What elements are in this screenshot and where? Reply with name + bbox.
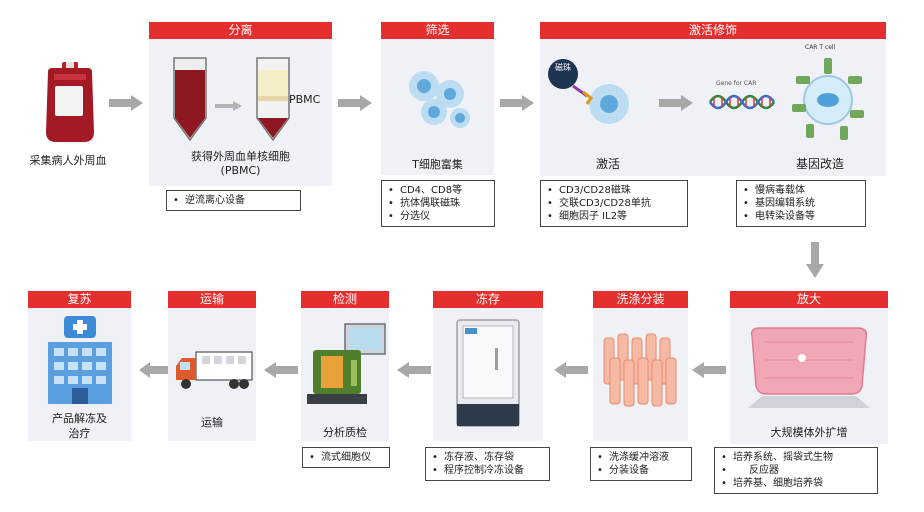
separation-caption-line1: 获得外周血单核细胞 <box>191 150 290 163</box>
flow-arrow <box>659 95 695 115</box>
flow-arrow <box>500 95 536 115</box>
small-arrow <box>215 96 243 115</box>
washing-notes: 洗涤缓冲溶液 分装设备 <box>590 447 692 481</box>
flow-arrow-left <box>690 362 726 382</box>
expansion-notes: 培养系统、摇袋式生物 反应器 培养基、细胞培养袋 <box>714 447 878 494</box>
flow-arrow-left <box>552 362 588 382</box>
truck-icon <box>174 348 254 396</box>
testing-header: 检测 <box>301 291 389 308</box>
testing-notes: 流式细胞仪 <box>302 447 390 468</box>
source-label: 采集病人外周血 <box>29 154 107 167</box>
flow-arrow-left <box>395 362 431 382</box>
gene-caption: 基因改造 <box>795 157 844 171</box>
separation-notes: 逆流离心设备 <box>166 190 301 211</box>
freezer-icon <box>455 318 521 434</box>
blood-tube-icon <box>172 56 208 146</box>
activate-caption: 激活 <box>595 157 620 171</box>
gene-notes: 慢病毒载体 基因编辑系统 电转染设备等 <box>736 180 866 227</box>
blood-bag-illustration <box>40 62 100 146</box>
transport-header: 运输 <box>168 291 256 308</box>
flow-arrow-down <box>806 242 824 284</box>
t-cells-icon <box>398 64 478 136</box>
transport-caption: 运输 <box>201 416 223 429</box>
note-item: 程序控制冷冻设备 <box>432 464 543 477</box>
note-item: 慢病毒载体 <box>743 184 859 197</box>
note-item: 交联CD3/CD28单抗 <box>547 197 681 210</box>
note-item: 流式细胞仪 <box>309 451 383 464</box>
flow-cytometer-icon <box>303 320 389 416</box>
aliquot-tubes-icon <box>600 330 682 416</box>
note-item: 培养系统、摇袋式生物 <box>721 451 871 464</box>
note-item: CD4、CD8等 <box>388 184 488 197</box>
storage-header: 冻存 <box>433 291 543 308</box>
activation-header: 激活修饰 <box>540 22 886 39</box>
flow-arrow-left <box>262 362 298 382</box>
note-item: 分选仪 <box>388 210 488 223</box>
note-item: 电转染设备等 <box>743 210 859 223</box>
culture-bag-icon <box>742 318 876 418</box>
note-item-continued: 反应器 <box>721 464 871 477</box>
note-item-continued: 抗体偶联磁珠 <box>388 197 488 210</box>
note-item: CD3/CD28磁珠 <box>547 184 681 197</box>
expansion-header: 放大 <box>730 291 888 308</box>
activation-notes: CD3/CD28磁珠 交联CD3/CD28单抗 细胞因子 IL2等 <box>540 180 688 227</box>
note-item: 冻存液、冻存袋 <box>432 451 543 464</box>
screening-caption: T细胞富集 <box>412 158 463 171</box>
washing-header: 洗涤分装 <box>593 291 688 308</box>
hospital-icon <box>40 314 120 410</box>
flow-arrow-left <box>138 362 168 382</box>
flow-arrow <box>109 95 145 115</box>
pbmc-tag: PBMC <box>289 93 321 106</box>
note-item: 逆流离心设备 <box>173 194 294 207</box>
note-item: 基因编辑系统 <box>743 197 859 210</box>
recovery-caption-line1: 产品解冻及 <box>52 412 107 425</box>
separation-header: 分离 <box>149 22 332 39</box>
testing-caption: 分析质检 <box>323 426 367 439</box>
bead-activation-icon <box>543 52 633 132</box>
screening-notes: CD4、CD8等 抗体偶联磁珠 分选仪 <box>381 180 495 227</box>
bead-label: 磁珠 <box>555 63 571 72</box>
note-item: 洗涤缓冲溶液 <box>597 451 685 464</box>
dna-helix-icon <box>708 88 776 120</box>
storage-notes: 冻存液、冻存袋 程序控制冷冻设备 <box>425 447 550 481</box>
separation-caption-line2: (PBMC) <box>220 164 261 177</box>
gene-for-car-label: Gene for CAR <box>716 80 757 87</box>
note-item: 分装设备 <box>597 464 685 477</box>
car-t-cell-icon <box>786 52 870 148</box>
expansion-caption: 大规模体外扩增 <box>770 426 848 439</box>
note-item: 细胞因子 IL2等 <box>547 210 681 223</box>
recovery-header: 复苏 <box>28 291 131 308</box>
screening-header: 筛选 <box>381 22 494 39</box>
car-t-cell-label: CAR T cell <box>805 44 836 51</box>
flow-arrow <box>338 95 374 115</box>
pbmc-tube-icon <box>255 56 291 146</box>
recovery-caption-line2: 治疗 <box>68 427 91 440</box>
note-item: 培养基、细胞培养袋 <box>721 477 871 490</box>
